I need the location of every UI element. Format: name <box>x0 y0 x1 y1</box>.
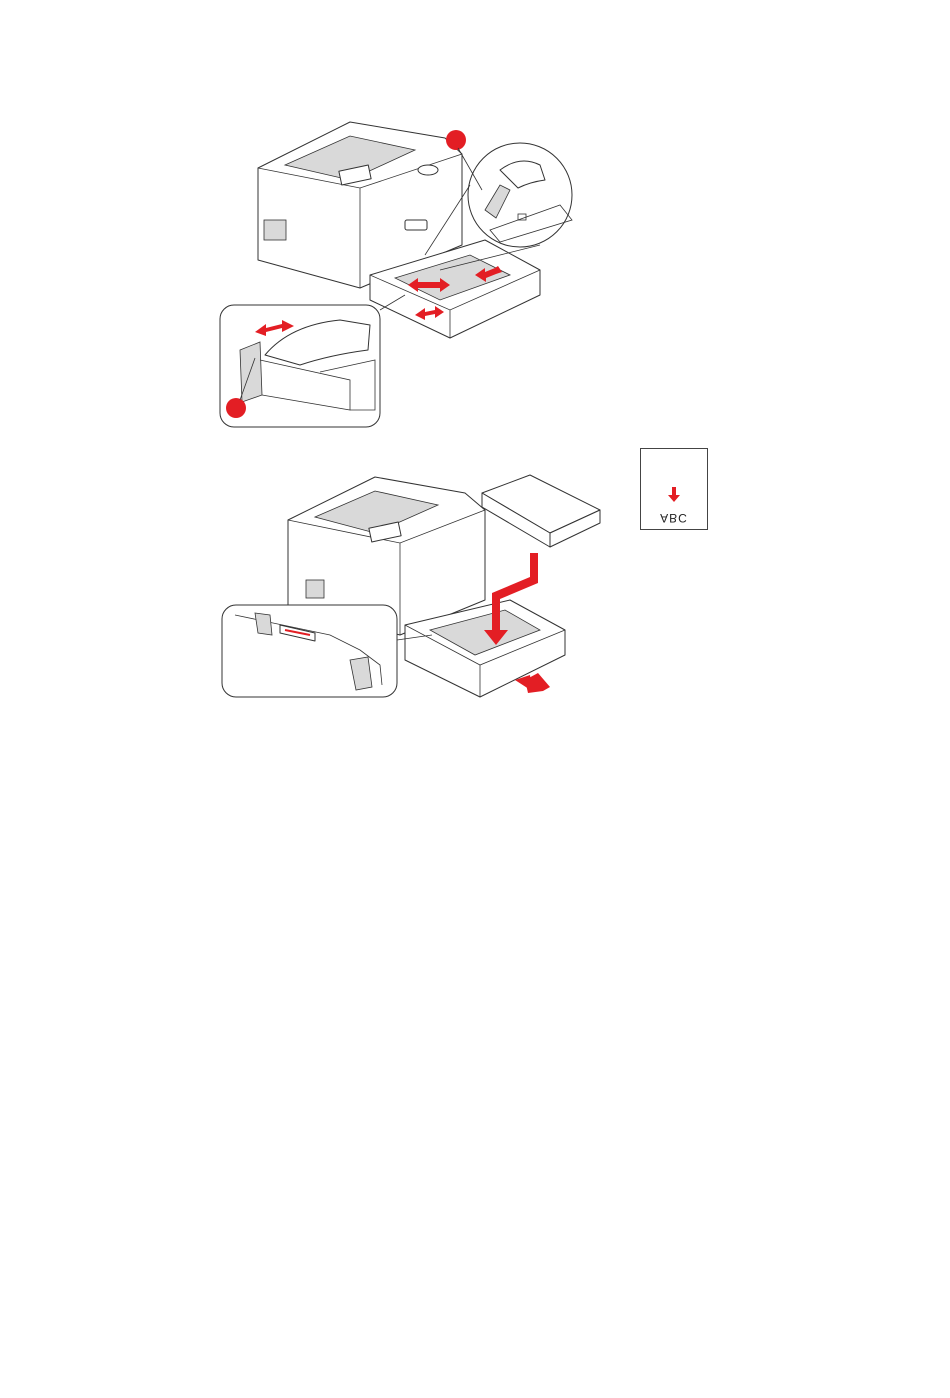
paper-orientation-card: ABC <box>640 448 708 530</box>
load-paper-illustration <box>210 465 580 710</box>
inset-detail-top <box>468 143 572 247</box>
orientation-card-text: ABC <box>641 511 707 525</box>
paper-guides-figure <box>200 110 600 440</box>
side-vent <box>264 220 286 240</box>
callout-marker-icon <box>226 398 246 418</box>
load-paper-figure <box>210 465 580 710</box>
down-arrow-icon <box>667 487 681 503</box>
printer-tray-illustration <box>200 110 600 440</box>
callout-marker-icon <box>446 130 466 150</box>
